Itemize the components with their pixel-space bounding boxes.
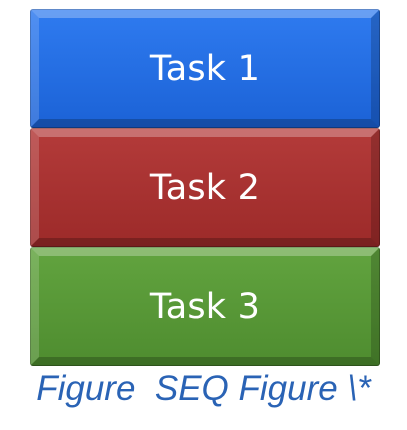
task-label-1: Task 1 [149,48,261,89]
task-block-2: Task 2 [30,128,380,247]
figure-caption: Figure SEQ Figure \* [36,369,371,408]
task-block-1: Task 1 [30,9,380,128]
task-label-2: Task 2 [149,167,261,208]
task-label-3: Task 3 [149,286,261,327]
task-block-3: Task 3 [30,247,380,366]
task-stack: Task 1 Task 2 Task 3 [30,9,380,366]
